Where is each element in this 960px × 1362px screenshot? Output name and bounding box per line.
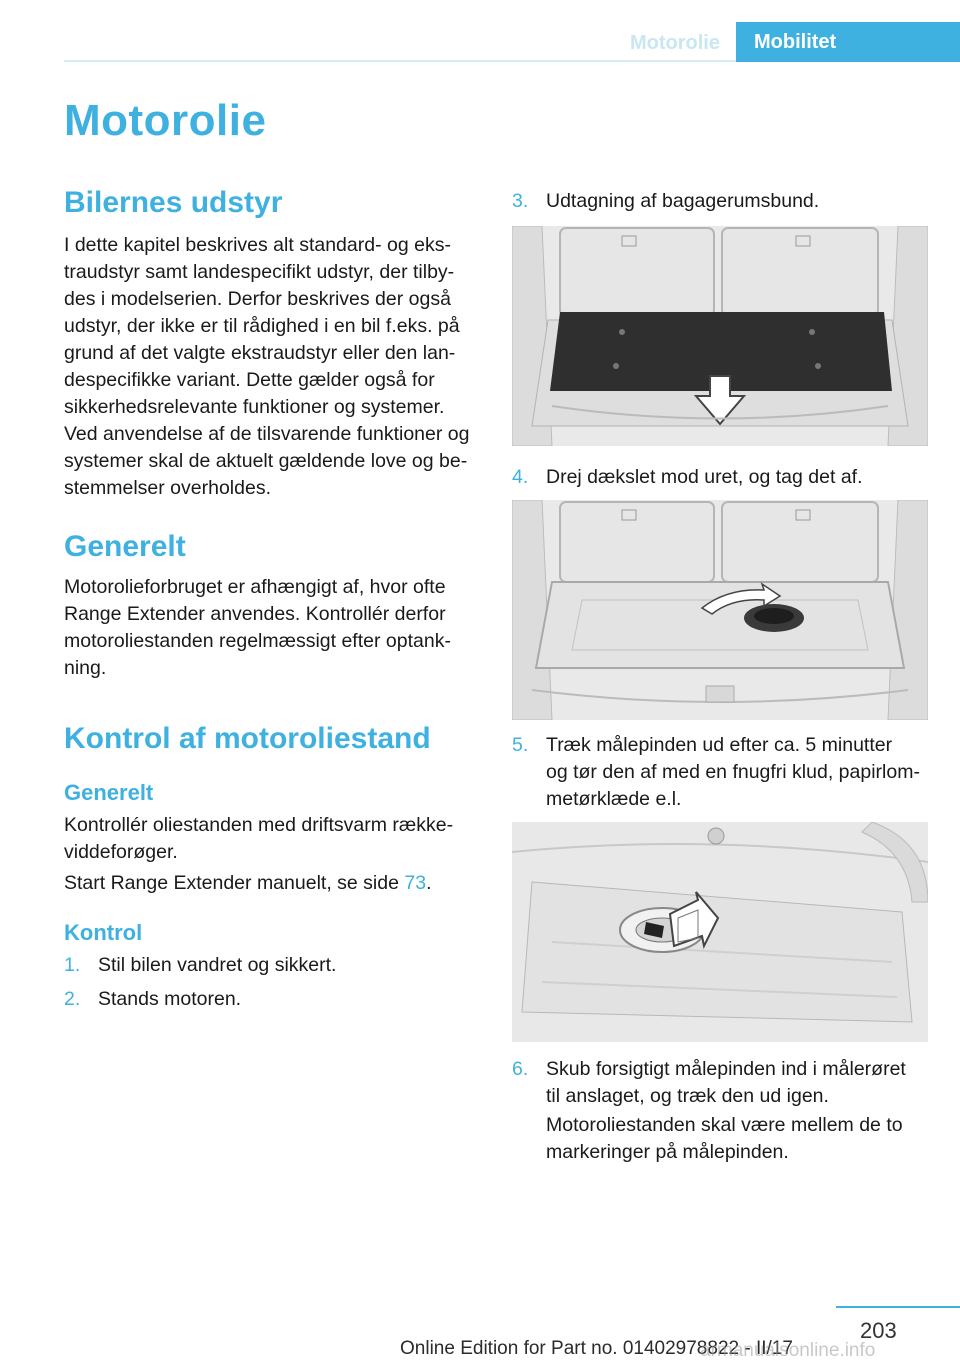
step-text: til anslaget, og træk den ud igen. xyxy=(546,1085,829,1107)
text-line: des i modelserien. Derfor beskrives der … xyxy=(64,288,451,310)
step-number: 2. xyxy=(64,988,81,1010)
text-line: Motorolieforbruget er afhængigt af, hvor… xyxy=(64,576,446,598)
step-text: og tør den af med en fnugfri klud, papir… xyxy=(546,761,920,783)
figure-trunk-floor xyxy=(512,226,928,446)
text-line: despecifikke variant. Dette gælder også … xyxy=(64,369,435,391)
text-line: I dette kapitel beskrives alt standard- … xyxy=(64,234,451,256)
page-number: 203 xyxy=(860,1318,897,1343)
step-number: 1. xyxy=(64,954,81,976)
step-text: Træk målepinden ud efter ca. 5 minutter xyxy=(546,734,893,756)
paragraph-bilernes-udstyr: I dette kapitel beskrives alt standard- … xyxy=(64,232,469,502)
step-text: Drej dækslet mod uret, og tag det af. xyxy=(546,466,863,488)
step-number: 5. xyxy=(512,734,529,756)
text-line: sikkerhedsrelevante funktioner og system… xyxy=(64,396,445,418)
text-line: stemmelser overholdes. xyxy=(64,477,271,499)
text-line: Range Extender anvendes. Kontrollér derf… xyxy=(64,603,446,625)
step-text: Udtagning af bagagerumsbund. xyxy=(546,190,820,212)
page-title: Motorolie xyxy=(64,96,267,145)
text-line: traudstyr samt landespecifikt udstyr, de… xyxy=(64,261,455,283)
figure-cover-rotation xyxy=(512,500,928,720)
step-text: metørklæde e.l. xyxy=(546,788,682,810)
text-line: systemer skal de aktuelt gældende love o… xyxy=(64,450,468,472)
page-link-73[interactable]: 73 xyxy=(404,872,427,894)
text-line: motoroliestanden regelmæssigt efter opta… xyxy=(64,630,451,652)
tab-motorolie[interactable]: Motorolie xyxy=(630,32,720,54)
step-6-note: Motoroliestanden skal være mellem de to … xyxy=(546,1112,903,1166)
heading-bilernes-udstyr: Bilernes udstyr xyxy=(64,186,283,219)
subheading-generelt: Generelt xyxy=(64,780,154,805)
text-line: markeringer på målepinden. xyxy=(546,1141,789,1163)
heading-generelt: Generelt xyxy=(64,530,186,563)
text-line: Kontrollér oliestanden med driftsvarm ræ… xyxy=(64,814,454,836)
watermark: armanualsonline.info xyxy=(700,1340,876,1361)
text-line: Motoroliestanden skal være mellem de to xyxy=(546,1114,903,1136)
step-text: Skub forsigtigt målepinden ind i målerør… xyxy=(546,1058,906,1080)
text-line: grund af det valgte ekstraudstyr eller d… xyxy=(64,342,456,364)
step-text: Stil bilen vandret og sikkert. xyxy=(98,954,337,976)
header-rule xyxy=(64,60,960,62)
paragraph-generelt: Motorolieforbruget er afhængigt af, hvor… xyxy=(64,574,451,682)
footer-rule xyxy=(836,1306,960,1308)
subheading-kontrol: Kontrol xyxy=(64,920,143,945)
step-number: 4. xyxy=(512,466,529,488)
figure-dipstick xyxy=(512,822,928,1042)
step-text: Stands motoren. xyxy=(98,988,242,1010)
text-line: viddeforøger. xyxy=(64,841,178,863)
step-number: 3. xyxy=(512,190,529,212)
heading-kontrol-af-motoroliestand: Kontrol af motoroliestand xyxy=(64,722,431,755)
text-line: Ved anvendelse af de tilsvarende funktio… xyxy=(64,423,470,445)
paragraph-start-range-extender: Start Range Extender manuelt, se side 73… xyxy=(64,870,431,897)
tab-mobilitet[interactable]: Mobilitet xyxy=(736,22,960,62)
text-line: udstyr, der ikke er til rådighed i en bi… xyxy=(64,315,460,337)
step-number: 6. xyxy=(512,1058,529,1080)
text-line: ning. xyxy=(64,657,107,679)
edition-text: Online Edition for Part no. 01402978822 … xyxy=(400,1338,793,1359)
text-span: Start Range Extender manuelt, se side xyxy=(64,872,405,894)
paragraph-driftsvarm: Kontrollér oliestanden med driftsvarm ræ… xyxy=(64,812,453,866)
text-span: . xyxy=(426,872,432,894)
